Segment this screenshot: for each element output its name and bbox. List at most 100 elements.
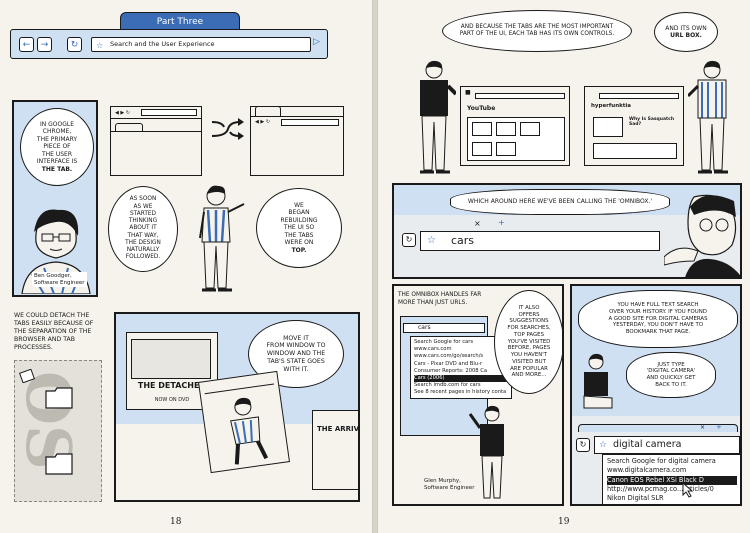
bubble-line: TOP PAGES <box>513 331 544 338</box>
bubble-line: BEFORE, PAGES <box>507 345 551 352</box>
bubble-line: ARE POPULAR <box>510 365 548 372</box>
caption-line: THE OMNIBOX HANDLES FAR <box>398 292 482 298</box>
window-titlebar <box>111 107 201 119</box>
right-page: AND BECAUSE THE TABS ARE THE MOST IMPORT… <box>377 0 750 533</box>
star-icon: ☆ <box>599 440 608 450</box>
suggestion-item[interactable]: Search Google for digital camera <box>607 457 716 465</box>
mini-omnibox[interactable]: cars <box>403 323 485 333</box>
bubble-line: INTERFACE IS <box>36 158 78 166</box>
mini-omnibox-text: cars <box>418 324 431 331</box>
credit-name: Glen Murphy, <box>424 478 461 484</box>
new-browser-window: ◀ ▶ ↻ <box>250 106 344 176</box>
suggestion-item[interactable]: Consumer Reports: 2008 Ca <box>414 367 488 374</box>
bubble-line: BOOKMARK THAT PAGE. <box>625 329 691 336</box>
bubble-line: THE USER <box>41 150 73 158</box>
bubble-line: 'DIGITAL CAMERA' <box>646 368 696 375</box>
suggestion-item[interactable]: http://www.pcmag.co...articles/0 <box>607 485 714 494</box>
credit-glen: Glen Murphy, Software Engineer <box>424 478 475 491</box>
forward-button[interactable]: → <box>37 37 52 52</box>
bubble-line: CHROME, <box>42 128 72 136</box>
reload-button[interactable]: ↻ <box>576 438 590 452</box>
speech-bubble-suggestions: IT ALSO OFFERS SUGGESTIONS FOR SEARCHES,… <box>494 290 562 394</box>
poster-title: THE DETACHED <box>137 381 207 390</box>
chapter-tab[interactable]: Part Three <box>120 12 240 30</box>
back-button[interactable]: ← <box>19 37 34 52</box>
folder-icon <box>45 453 73 475</box>
credit-ben: Ben Goodger, Software Engineer <box>32 272 87 288</box>
chapter-url-text: Search and the User Experience <box>110 40 215 48</box>
bubble-line: SUGGESTIONS <box>509 318 549 325</box>
suggestion-item-selected[interactable]: Canon EOS Rebel XSi Black D <box>607 475 737 486</box>
bubble-line: WE <box>294 201 304 209</box>
bubble-line: AS SOON <box>129 196 157 203</box>
speech-bubble-urlbox: AND ITS OWN URL BOX. <box>654 12 718 52</box>
bubble-line: PIECE OF <box>43 143 71 151</box>
reload-icon: ↻ <box>405 235 413 244</box>
omnibox-input[interactable]: ☆ cars <box>420 231 660 251</box>
window-divider <box>111 131 201 132</box>
suggestion-item[interactable]: Search Google for cars <box>414 339 474 345</box>
reload-button[interactable]: ↻ <box>67 37 82 52</box>
suggestion-item-selected[interactable]: Cars (2006) <box>414 374 508 383</box>
left-page: Part Three ← → ↻ ☆ Search and the User E… <box>0 0 373 533</box>
chapter-url-box[interactable]: ☆ Search and the User Experience <box>91 37 311 52</box>
speech-bubble-rebuild: WE BEGAN REBUILDING THE UI SO THE TABS W… <box>256 188 342 268</box>
bubble-line: JUST TYPE <box>657 361 685 368</box>
bubble-line: WERE ON <box>284 239 314 247</box>
poster-arrival: THE ARRIVA <box>312 410 358 490</box>
suggestion-item[interactable]: Nikon Digital SLR <box>607 494 664 503</box>
glen-murphy-figure <box>468 405 504 499</box>
yt-logo: YouTube <box>467 105 496 112</box>
new-window-tab <box>255 106 281 116</box>
caption-line: WE COULD DETACH THE <box>14 312 90 319</box>
bubble-line: OVER YOUR HISTORY. IF YOU FOUND <box>609 308 707 315</box>
swap-arrow-icon <box>211 118 244 140</box>
chapter-toolbar: ← → ↻ ☆ Search and the User Experience ▷ <box>10 29 328 59</box>
bubble-line: BEGAN <box>288 209 310 217</box>
close-icon[interactable]: × <box>474 219 481 228</box>
suggestion-item[interactable]: www.digitalcamera.com <box>607 466 687 475</box>
history-suggestion-dropdown: Search Google for digital camera www.dig… <box>602 454 740 504</box>
bubble-line: REBUILDING <box>280 216 318 224</box>
chapter-header: Part Three ← → ↻ ☆ Search and the User E… <box>10 12 328 62</box>
page-number-right: 19 <box>558 517 570 527</box>
history-omnibox-input[interactable]: ☆ digital camera <box>594 436 740 454</box>
bubble-line: THE TAB. <box>41 165 73 173</box>
close-icon[interactable]: × <box>700 424 706 431</box>
process-diagram: OS <box>12 360 102 502</box>
bubble-line: THE DESIGN <box>125 239 161 246</box>
new-tab-icon[interactable]: + <box>716 423 722 431</box>
caption-omnibox: THE OMNIBOX HANDLES FAR MORE THAN JUST U… <box>398 292 481 307</box>
reload-icon: ↻ <box>70 39 79 50</box>
chapter-tab-label: Part Three <box>156 16 204 27</box>
star-icon: ☆ <box>96 41 104 50</box>
bubble-line: WINDOW AND THE <box>266 350 326 358</box>
caption-line: TABS EASILY BECAUSE OF <box>14 320 94 328</box>
hf-url-box <box>599 93 679 99</box>
suggestion-item[interactable]: Search imdb.com for cars <box>414 382 481 389</box>
play-icon[interactable]: ▷ <box>313 37 320 47</box>
suggestion-item[interactable]: www.cars.com <box>414 346 452 353</box>
folder-icon <box>45 387 73 409</box>
speech-bubble-omnibox: WHICH AROUND HERE WE'VE BEEN CALLING THE… <box>450 189 670 215</box>
new-window-url-box <box>281 119 339 126</box>
person-dark-sweater <box>420 60 456 174</box>
caption-line: PROCESSES. <box>14 344 53 352</box>
suggestion-item[interactable]: See 8 recent pages in history conta <box>414 389 507 396</box>
new-tab-icon[interactable]: + <box>498 218 505 227</box>
caption-line: BROWSER AND TAB <box>14 336 76 344</box>
bubble-line: FROM WINDOW TO <box>266 342 326 350</box>
bubble-line: AND ITS OWN <box>665 24 707 32</box>
panel-ben-goodger: IN GOOGLE CHROME, THE PRIMARY PIECE OF T… <box>12 100 98 297</box>
cursor-arrow-icon <box>682 482 694 498</box>
credit-name: Ben Goodger, <box>34 273 72 279</box>
panel-suggestions: THE OMNIBOX HANDLES FAR MORE THAN JUST U… <box>392 284 564 506</box>
tab-chip-icon <box>19 369 35 383</box>
bubble-line: YOU HAVEN'T <box>510 352 548 359</box>
ben-standing-figure <box>199 185 245 292</box>
suggestion-item[interactable]: Cars - Pixar DVD and Blu-r <box>414 360 483 367</box>
panel-tabs-on-top: ◀ ▶ ↻ ◀ ▶ ↻ AS SOON AS WE STARTED THINKI… <box>106 100 358 297</box>
bubble-line: THAT WAY, <box>127 232 159 239</box>
suggestion-item[interactable]: www.cars.com/go/search/s <box>414 353 484 360</box>
reload-button[interactable]: ↻ <box>402 233 416 247</box>
